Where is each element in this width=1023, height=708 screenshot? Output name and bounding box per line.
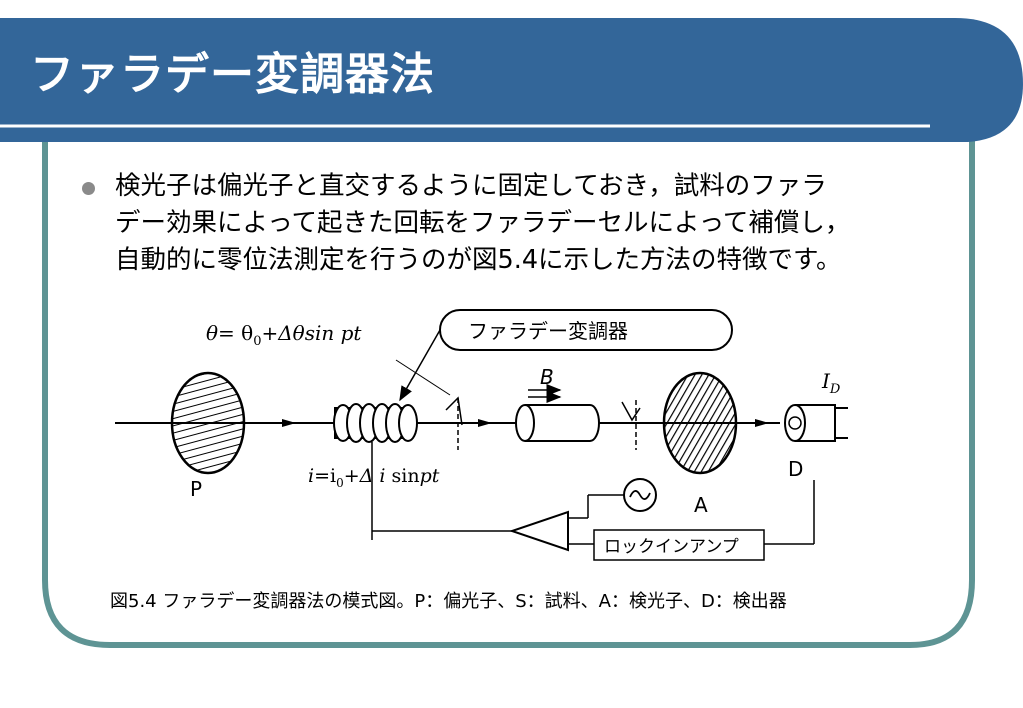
analyzer — [662, 371, 738, 475]
lockin-label: ロックインアンプ — [604, 537, 739, 557]
amplifier-triangle — [508, 510, 569, 552]
label-d: D — [788, 457, 803, 481]
label-p: P — [190, 477, 202, 501]
bullet-line-2: デー効果によって起きた回転をファラデーセルによって補償し， — [115, 208, 851, 238]
header-band — [0, 18, 1023, 142]
slide-title: ファラデー変調器法 — [30, 49, 435, 100]
lockin-amplifier-box — [593, 529, 765, 561]
bullet-line-1: 検光子は偏光子と直交するように固定しておき，試料のファラ — [115, 171, 827, 201]
current-equation: i=i0+Δ i sinpt — [308, 465, 440, 490]
faraday-modulator-diagram: P θ= θ0+Δθsin pt ファラデー変調器 B A — [115, 309, 848, 561]
frame-border — [42, 135, 975, 648]
beam-arrow-3 — [755, 419, 769, 427]
theta-equation: θ= θ0+Δθsin pt — [206, 321, 362, 349]
sample-cylinder — [515, 404, 600, 442]
bullet-line-3: 自動的に零位法測定を行うのが図5.4に示した方法の特徴です。 — [115, 245, 842, 275]
rotation-mark-1 — [445, 396, 463, 426]
label-a: A — [694, 493, 708, 517]
polarizer — [170, 371, 246, 475]
sine-icon — [629, 490, 651, 500]
label-b: B — [540, 365, 554, 389]
detector — [784, 404, 848, 442]
callout-pointer — [399, 329, 441, 402]
beam-arrow-2 — [478, 419, 492, 427]
label-id: ID — [821, 369, 841, 397]
bullet-text: 検光子は偏光子と直交するように固定しておき，試料のファラ デー効果によって起きた… — [115, 168, 985, 279]
rotation-mark-2 — [621, 401, 641, 422]
faraday-modulator-coil — [333, 403, 418, 443]
beam-arrow-1 — [282, 419, 296, 427]
modulator-label: ファラデー変調器 — [468, 319, 628, 343]
figure-caption: 図5.4 ファラデー変調器法の模式図。P：偏光子、S：試料、A：検光子、D：検出… — [110, 591, 787, 612]
bullet-dot — [82, 182, 95, 195]
callout-leader — [395, 359, 451, 396]
